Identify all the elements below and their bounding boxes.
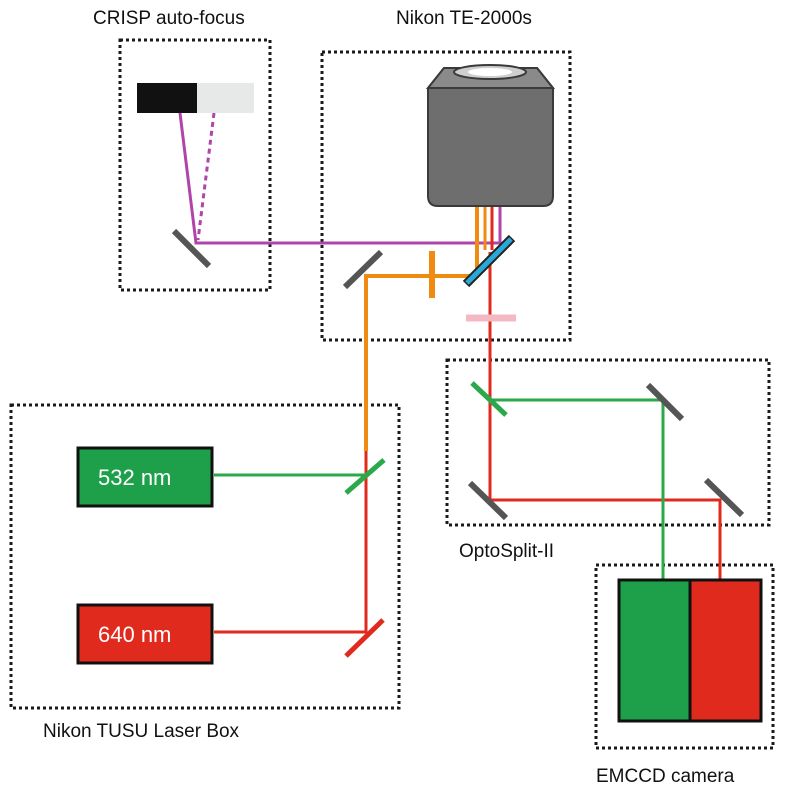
crisp-detector-dark xyxy=(137,83,197,113)
camera-green-half xyxy=(617,578,692,723)
optosplit-mirror-bottom-right xyxy=(703,477,745,518)
microscope-label: Nikon TE-2000s xyxy=(396,8,532,29)
laser-532-label: 532 nm xyxy=(98,465,171,490)
crisp-mirror xyxy=(171,228,212,269)
optosplit-box xyxy=(445,358,771,527)
microscope-mirror xyxy=(342,249,384,290)
laser-640-label: 640 nm xyxy=(98,622,171,647)
red-laser-mirror xyxy=(344,618,385,658)
crisp-label: CRISP auto-focus xyxy=(93,8,245,29)
crisp-box xyxy=(118,38,272,292)
optosplit-dichroic xyxy=(470,381,508,417)
microscope-box xyxy=(320,50,572,342)
optosplit-mirror-bottom-left xyxy=(467,480,509,521)
camera-label: EMCCD camera xyxy=(596,766,735,787)
red-laser-beam xyxy=(214,451,368,634)
laser-dichroic xyxy=(344,458,386,495)
laser-box-label: Nikon TUSU Laser Box xyxy=(43,721,240,742)
laser-box xyxy=(9,403,401,710)
optosplit-label: OptoSplit-II xyxy=(459,541,554,562)
autofocus-beam xyxy=(178,112,502,245)
optosplit-mirror-top-right xyxy=(645,382,685,422)
laser-640 xyxy=(76,603,214,665)
excitation-beam xyxy=(364,206,479,451)
objective-lens xyxy=(425,64,556,207)
laser-532 xyxy=(76,446,214,508)
emission-beam xyxy=(488,252,722,582)
crisp-detector-light xyxy=(197,83,254,113)
camera-red-half xyxy=(688,578,763,723)
autofocus-return-beam xyxy=(196,112,216,241)
main-dichroic-fill xyxy=(465,237,513,285)
